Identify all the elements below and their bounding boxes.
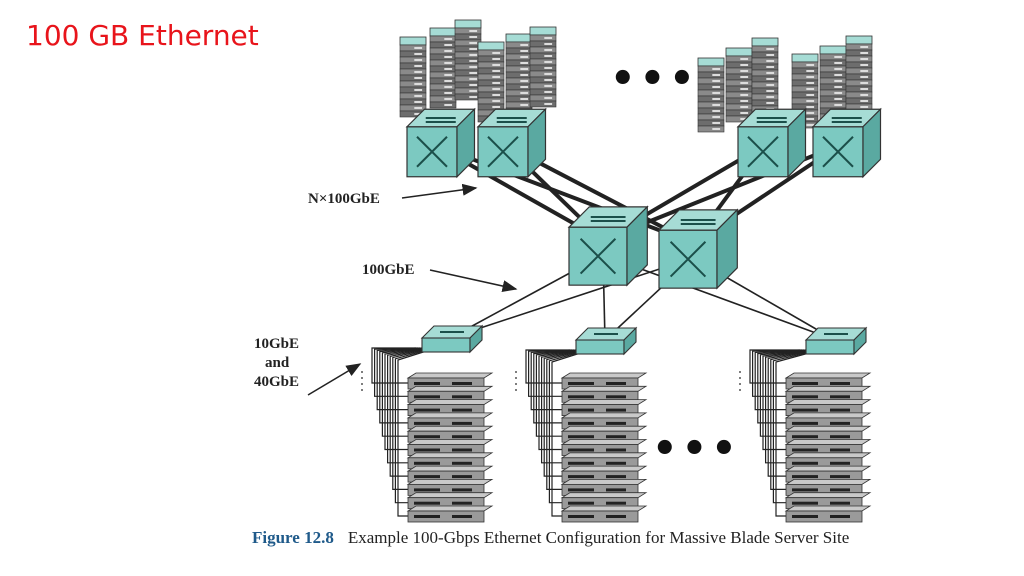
top-ellipsis: ••• — [610, 56, 699, 102]
access-switch-1 — [420, 324, 484, 354]
blade-links-group-1 — [361, 347, 437, 517]
core-switch-2 — [657, 208, 739, 290]
arrow-100gbe — [429, 269, 518, 292]
blade-server-stack-3 — [784, 372, 872, 523]
label-and: and — [265, 355, 290, 371]
server-rack-top-right-2 — [725, 47, 753, 123]
server-rack-top-left-1 — [399, 36, 427, 118]
figure-caption-text: Example 100-Gbps Ethernet Configuration … — [347, 528, 850, 547]
core-switches — [567, 205, 739, 290]
aggregation-switch-2 — [476, 107, 547, 179]
access-switch-3 — [804, 326, 868, 356]
server-rack-top-left-3 — [454, 19, 482, 101]
blade-server-stack-2 — [560, 372, 648, 523]
figure-number: Figure 12.8 — [252, 528, 334, 547]
arrow-10-40gbe — [307, 363, 362, 396]
server-rack-top-right-3 — [751, 37, 779, 113]
label-40gbe: 40GbE — [254, 374, 299, 390]
figure-caption: Figure 12.8 Example 100-Gbps Ethernet Con… — [252, 528, 892, 548]
core-switch-1 — [567, 205, 649, 287]
label-10gbe: 10GbE — [254, 336, 299, 352]
label-100gbe: 100GbE — [362, 262, 415, 278]
top-switches — [405, 107, 882, 179]
server-rack-top-left-2 — [429, 27, 457, 109]
blade-server-stack-1 — [406, 372, 494, 523]
blade-links-group-2 — [515, 349, 591, 517]
label-n-100gbe: N×100GbE — [308, 191, 380, 207]
slide-title: 100 GB Ethernet — [26, 19, 259, 52]
aggregation-switch-3 — [736, 107, 807, 179]
blade-server-groups — [361, 324, 872, 523]
server-rack-top-right-6 — [845, 35, 873, 111]
access-switch-2 — [574, 326, 638, 356]
bottom-ellipsis: ••• — [652, 426, 741, 472]
server-rack-top-left-6 — [529, 26, 557, 108]
server-rack-top-left-5 — [505, 33, 533, 115]
aggregation-switch-4 — [811, 107, 882, 179]
blade-links-group-3 — [739, 349, 821, 517]
server-rack-top-right-1 — [697, 57, 725, 133]
arrow-n-100gbe — [401, 183, 478, 199]
aggregation-switch-1 — [405, 107, 476, 179]
